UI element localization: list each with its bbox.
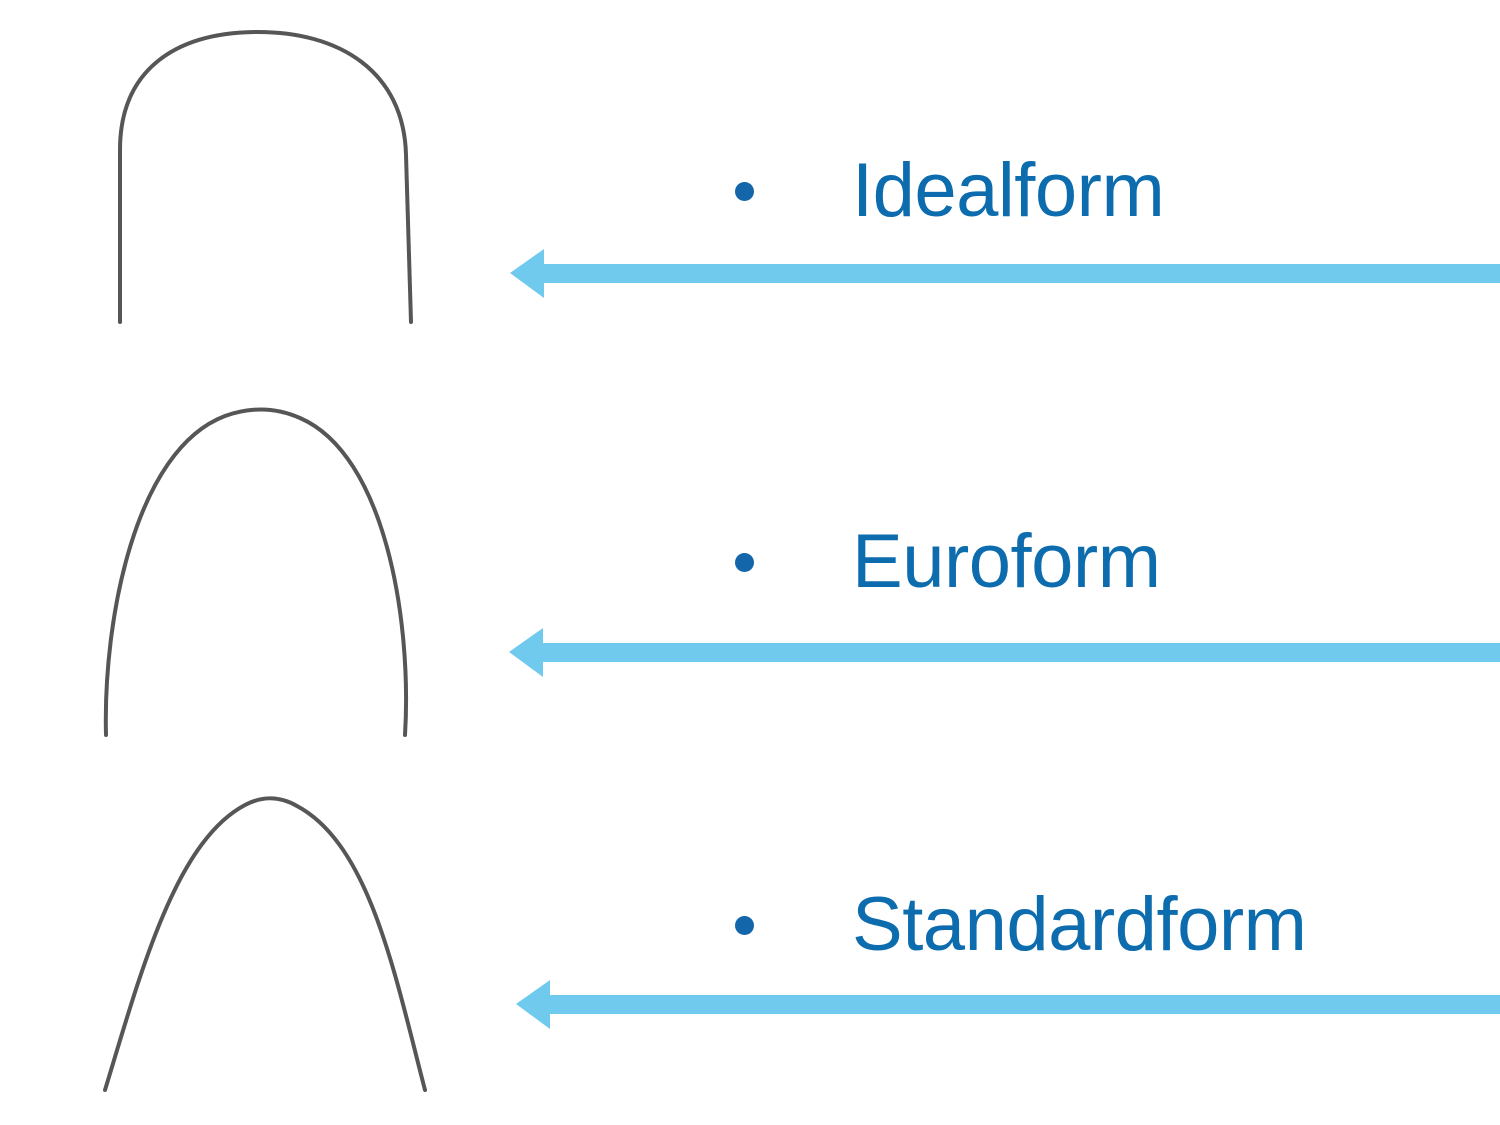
arrow-left-shape-3 (516, 980, 1500, 1029)
bullet-label-idealform: Idealform (852, 148, 1165, 233)
arrow-left-shape-1 (510, 249, 1500, 298)
arrow-left-shape-2 (509, 628, 1500, 677)
bullet-label-standardform: Standardform (852, 882, 1307, 967)
arrow-left-icon-standardform (516, 978, 1500, 1030)
list-item-standardform[interactable]: Standardform (735, 880, 1307, 970)
bullet-label-euroform: Euroform (852, 519, 1161, 604)
archwire-idealform-icon (0, 0, 500, 390)
list-item-idealform[interactable]: Idealform (735, 146, 1165, 236)
archwire-standardform-svg (103, 796, 427, 1092)
archwire-euroform-svg (103, 407, 409, 737)
archwire-euroform-icon (0, 390, 500, 780)
bullet-dot-icon (735, 552, 754, 572)
archwire-standardform-icon (0, 780, 500, 1125)
bullet-dot-icon (735, 915, 754, 935)
list-item-euroform[interactable]: Euroform (735, 517, 1161, 607)
arrow-left-icon-euroform (509, 626, 1500, 678)
bullet-dot-icon (735, 181, 754, 201)
arrow-left-icon-idealform (510, 247, 1500, 299)
archwire-idealform-svg (118, 29, 413, 324)
